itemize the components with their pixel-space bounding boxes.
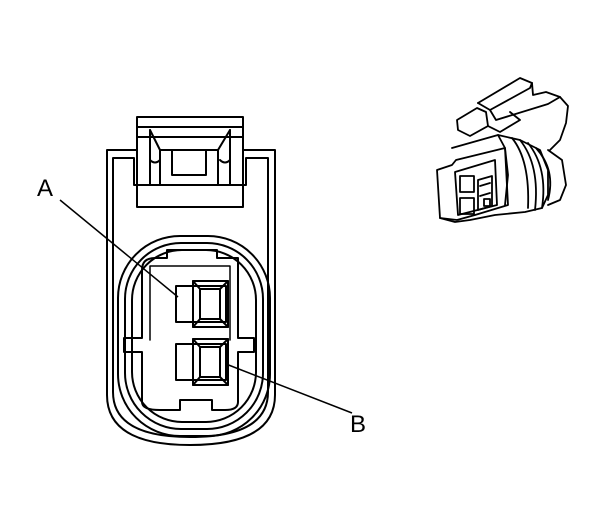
- terminal-cavity-housing: [123, 249, 255, 411]
- connector-face-view: [106, 116, 276, 446]
- iso-body: [439, 134, 549, 223]
- leader-line-b: [225, 363, 353, 414]
- connector-body-outline: [106, 136, 276, 446]
- terminal-b: [175, 338, 229, 386]
- locking-tab: [136, 116, 244, 208]
- callout-label-b: B: [350, 411, 366, 438]
- callout-label-a: A: [37, 175, 53, 202]
- iso-front-face: [436, 147, 509, 221]
- terminal-a: [175, 280, 229, 328]
- iso-cavity-upper: [459, 175, 475, 193]
- seal-ring-middle: [124, 242, 264, 430]
- iso-cavity-lower: [459, 197, 475, 215]
- iso-latch: [477, 77, 569, 151]
- seal-ring-outer: [117, 235, 271, 437]
- connector-isometric-view: [436, 77, 569, 223]
- leader-line-a: [59, 199, 179, 298]
